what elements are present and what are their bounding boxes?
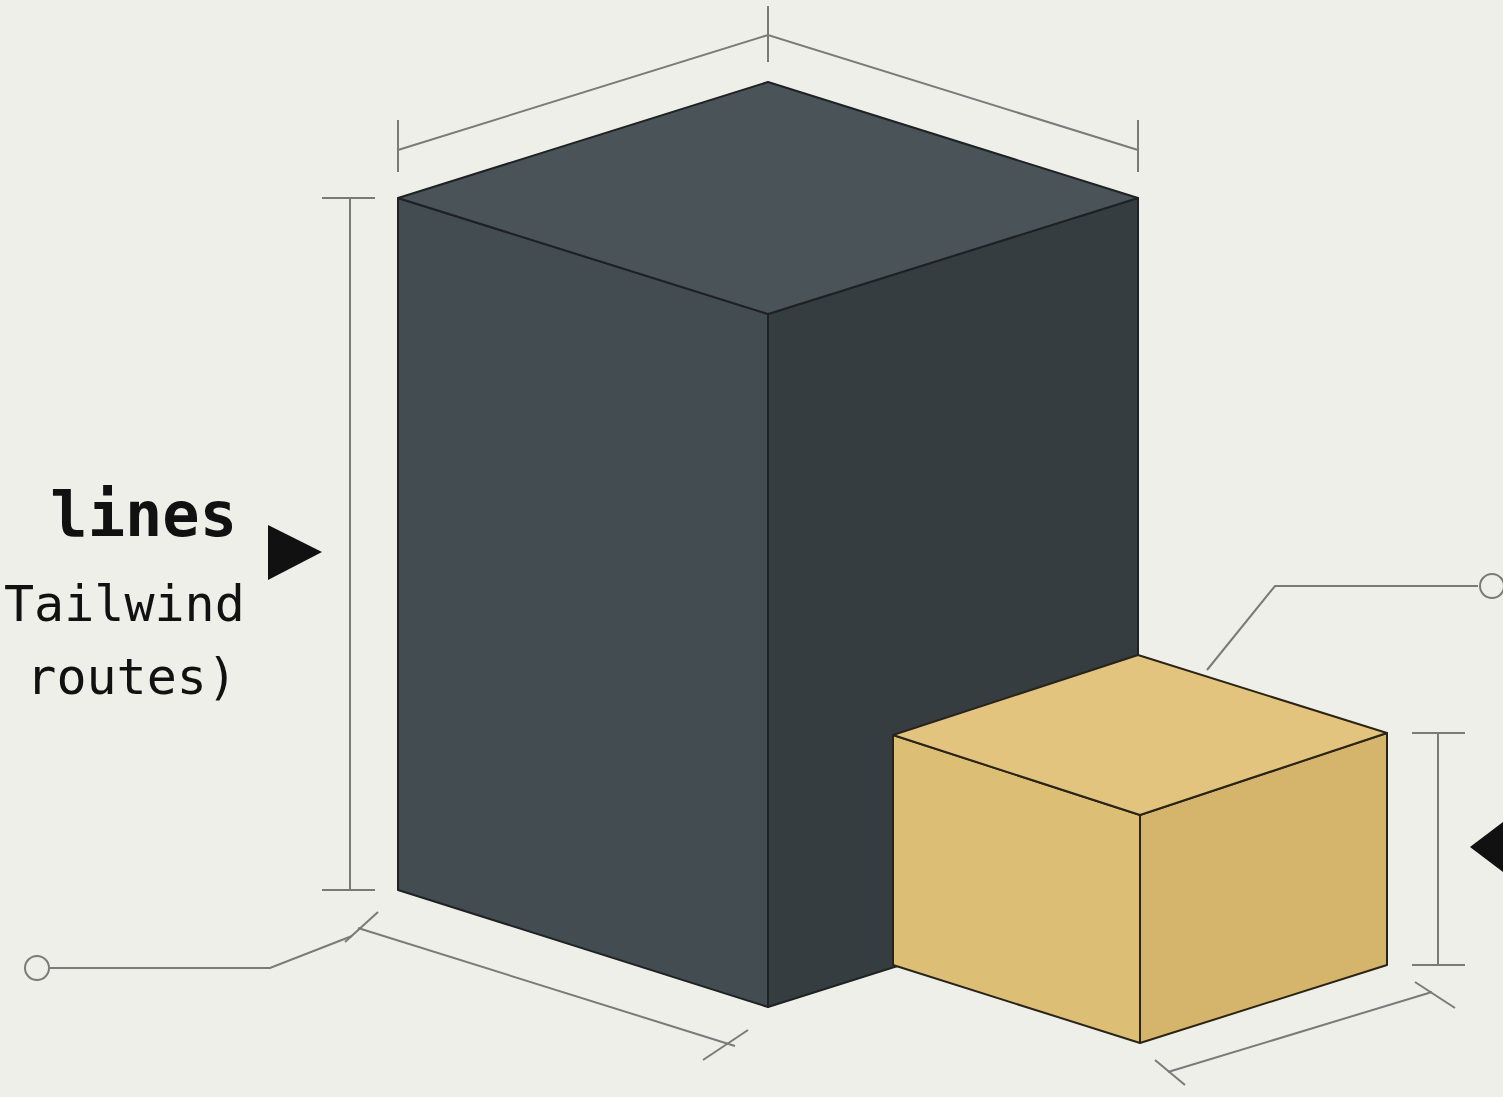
side-label: routes) bbox=[26, 648, 237, 706]
callout-dot bbox=[1480, 574, 1503, 598]
callout-dot bbox=[25, 956, 49, 980]
gold-block bbox=[893, 655, 1387, 1043]
side-label: Tailwind bbox=[4, 575, 245, 633]
side-label: lines bbox=[50, 478, 237, 551]
pointer-arrow bbox=[1470, 822, 1503, 872]
dimension-lines bbox=[50, 6, 1478, 1085]
pointer-arrow bbox=[268, 525, 322, 580]
